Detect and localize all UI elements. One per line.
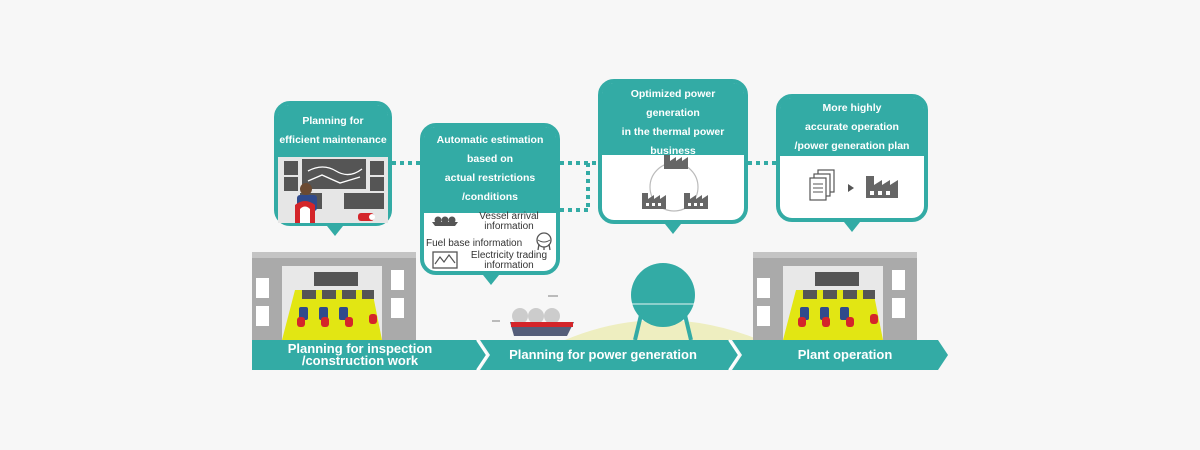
process-arrow-operation bbox=[732, 340, 948, 370]
bubble-tail bbox=[844, 222, 860, 232]
accurate-title-line3: /power generation plan bbox=[794, 140, 910, 152]
bubble-efficient-maintenance: Planning for efficient maintenance bbox=[274, 101, 392, 236]
accurate-title-line2: accurate operation bbox=[805, 121, 899, 133]
trading-info: Electricity trading information bbox=[462, 251, 556, 271]
gas-tank-icon bbox=[565, 263, 760, 341]
process-arrows bbox=[252, 340, 948, 370]
ship-icon bbox=[432, 216, 458, 226]
optimized-title-line3: in the thermal power bbox=[621, 126, 725, 138]
process-arrow-inspection bbox=[252, 340, 487, 370]
plan-to-plant-icon bbox=[809, 169, 898, 201]
arrow-right-icon bbox=[848, 184, 854, 192]
process-label-inspection: Planning for inspection /construction wo… bbox=[268, 341, 452, 368]
dotted-connectors bbox=[392, 161, 776, 212]
estimation-title-line4: /conditions bbox=[462, 191, 518, 203]
fuel-info: Fuel base information bbox=[426, 238, 523, 249]
factories-cycle-icon bbox=[642, 155, 708, 212]
vessel-info: Vessel arrival information bbox=[464, 212, 554, 232]
bubble-header: Optimized power generation in the therma… bbox=[602, 83, 744, 157]
bubble-automatic-estimation: Automatic estimation based on actual res… bbox=[420, 123, 560, 285]
arrow-separators bbox=[476, 339, 741, 371]
process-label-operation: Plant operation bbox=[797, 347, 893, 362]
optimized-title-line1: Optimized power bbox=[630, 88, 716, 100]
bubble-tail bbox=[665, 224, 681, 234]
trading-chart-icon bbox=[432, 251, 458, 269]
factory-icon bbox=[684, 193, 708, 209]
factory-icon bbox=[664, 155, 688, 169]
estimation-title-line3: actual restrictions bbox=[444, 172, 536, 184]
control-building-right bbox=[753, 252, 917, 340]
process-label-generation: Planning for power generation bbox=[509, 347, 697, 362]
control-building-left bbox=[252, 252, 416, 340]
maintenance-title-line1: Planning for bbox=[302, 115, 364, 127]
bubble-tail bbox=[483, 275, 499, 285]
bubble-header: More highly accurate operation /power ge… bbox=[780, 98, 924, 156]
maintenance-title-line2: efficient maintenance bbox=[279, 134, 387, 146]
estimation-title-line2: based on bbox=[466, 153, 514, 165]
accurate-title-line1: More highly bbox=[822, 102, 882, 114]
trading-info-line2: information bbox=[484, 260, 534, 271]
ship-icon bbox=[492, 295, 574, 344]
process-arrow-generation bbox=[480, 340, 739, 370]
inspection-label-line2: /construction work bbox=[301, 353, 419, 368]
inspection-label-line1: Planning for inspection bbox=[287, 341, 433, 356]
bubble-header: Planning for efficient maintenance bbox=[278, 105, 388, 157]
bubble-accurate-plan: More highly accurate operation /power ge… bbox=[776, 94, 928, 232]
documents-icon bbox=[809, 169, 835, 201]
vessel-info-line1: Vessel arrival bbox=[479, 211, 539, 222]
vessel-info-line2: information bbox=[484, 221, 534, 232]
bubble-tail bbox=[327, 226, 343, 236]
bubble-header: Automatic estimation based on actual res… bbox=[424, 127, 556, 213]
operator-at-console-icon bbox=[278, 157, 388, 223]
trading-info-line1: Electricity trading bbox=[470, 250, 548, 261]
bubble-optimized-generation: Optimized power generation in the therma… bbox=[598, 79, 748, 234]
estimation-title-line1: Automatic estimation bbox=[436, 134, 544, 146]
optimized-title-line4: business bbox=[650, 145, 696, 157]
gas-tank-icon bbox=[536, 232, 552, 251]
optimized-title-line2: generation bbox=[646, 107, 700, 119]
factory-icon bbox=[642, 193, 666, 209]
